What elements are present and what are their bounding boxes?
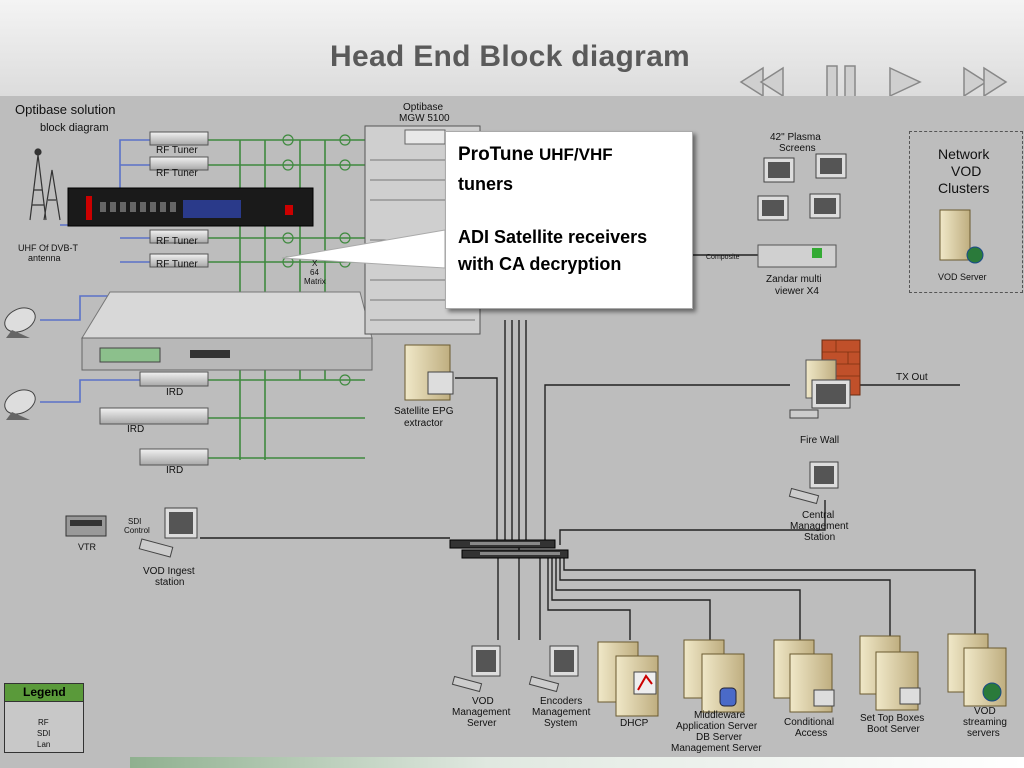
ird-boxes [99, 371, 209, 466]
middleware-label-1: Middleware [694, 710, 746, 721]
solution-label-2: block diagram [40, 122, 109, 134]
zandar-multiviewer [757, 244, 837, 268]
ird-label-2: IRD [127, 424, 145, 435]
vod-clusters-label-1: Network [938, 146, 990, 162]
legend-box: Legend [4, 683, 84, 753]
zandar-label-2: viewer X4 [775, 286, 819, 297]
encoders-label-3: System [544, 718, 578, 729]
ird-label-3: IRD [166, 465, 184, 476]
middleware-label-3: DB Server [696, 732, 743, 743]
vod-clusters-label-2: VOD [951, 163, 982, 179]
epg-label-1: Satellite EPG [394, 406, 454, 417]
central-label-1: Central [802, 510, 835, 521]
legend-title: Legend [5, 684, 83, 702]
stb-boot-server [859, 635, 921, 711]
solution-label-1: Optibase solution [15, 102, 116, 117]
vod-stream-label-3: servers [967, 728, 1000, 739]
vod-clusters-box [909, 131, 1023, 293]
encoders-management-workstation [528, 645, 579, 693]
vod-ingest-label-2: station [155, 577, 185, 588]
previous-icon[interactable] [735, 62, 791, 102]
vod-cluster-server [939, 209, 984, 264]
control-label: Control [124, 526, 150, 535]
conditional-access-server [773, 639, 835, 713]
ca-label-1: Conditional [784, 717, 835, 728]
antenna-label-2: antenna [28, 253, 61, 263]
matrix-label-3: Matrix [304, 277, 326, 286]
composite-label: Composite [706, 254, 740, 261]
callout-band: UHF/VHF [538, 145, 613, 164]
middleware-label-2: Application Server [676, 721, 758, 732]
encoders-label-1: Encoders [540, 696, 583, 707]
tx-out-label: TX Out [896, 372, 928, 383]
plasma-label-2: Screens [779, 143, 816, 154]
middleware-server [683, 639, 745, 713]
ird-label-1: IRD [166, 387, 184, 398]
vtr-label: VTR [78, 542, 96, 552]
matrix-label-1: X [312, 259, 318, 268]
callout-brand: ProTune [458, 144, 534, 165]
lan-switch [449, 539, 569, 559]
sdi-label: SDI [128, 517, 142, 526]
middleware-label-4: Management Server [671, 743, 762, 754]
tower-antenna [29, 148, 61, 221]
ca-label-2: Access [795, 728, 828, 739]
vod-server-label: VOD Server [938, 272, 987, 282]
plasma-screens-inner [762, 158, 842, 216]
stb-label-2: Boot Server [867, 724, 920, 735]
satellite-dish-2 [4, 389, 36, 420]
legend-lan: Lan [37, 740, 51, 749]
mgw-label-1: Optibase [403, 102, 444, 113]
central-label-3: Station [804, 532, 836, 543]
central-management-workstation [788, 461, 839, 505]
rf-tuner-label-2: RF Tuner [156, 168, 198, 179]
legend-sdi: SDI [37, 729, 51, 738]
vod-stream-label-2: streaming [963, 717, 1007, 728]
vod-stream-label-1: VOD [974, 706, 996, 717]
zandar-label-1: Zandar multi [766, 274, 822, 285]
vod-streaming-server [947, 633, 1007, 707]
antenna-label-1: UHF Of DVB-T [18, 243, 78, 253]
fire-wall-label: Fire Wall [800, 435, 840, 446]
next-icon[interactable] [958, 62, 1014, 102]
central-label-2: Management [790, 521, 849, 532]
epg-server [404, 344, 454, 401]
encoders-label-2: Management [532, 707, 591, 718]
rf-tuner-label-4: RF Tuner [156, 259, 198, 270]
satellite-dish-1 [4, 307, 36, 338]
lan-lines [200, 254, 976, 640]
plasma-label-1: 42" Plasma [770, 132, 821, 143]
protune-rack-unit [67, 187, 314, 227]
epg-label-2: extractor [404, 418, 443, 429]
vtr-device [65, 515, 107, 537]
stb-label-1: Set Top Boxes [860, 713, 925, 724]
play-icon[interactable] [880, 62, 936, 102]
vod-clusters-label-3: Clusters [938, 180, 990, 196]
legend-rf: RF [38, 718, 49, 727]
vod-management-workstation [451, 645, 501, 693]
dhcp-server [597, 641, 659, 717]
vod-mgmt-label-3: Server [467, 718, 497, 729]
rf-tuner-boxes [149, 131, 209, 268]
slide-title: Head End Block diagram [330, 40, 691, 73]
vod-mgmt-label-1: VOD [472, 696, 494, 707]
matrix-label-2: 64 [310, 268, 319, 277]
vod-ingest-label-1: VOD Ingest [143, 566, 195, 577]
satellite-receiver-unit [81, 291, 373, 371]
rf-tuner-label-3: RF Tuner [156, 236, 198, 247]
dhcp-label: DHCP [620, 718, 649, 729]
callout-line2: tuners [458, 174, 514, 194]
callout-title: ProTune UHF/VHF [458, 144, 613, 166]
protune-callout: ProTune UHF/VHF tuners ADI Satellite rec… [445, 131, 693, 309]
vod-ingest-workstation [138, 507, 198, 558]
callout-line3: ADI Satellite receivers with CA decrypti… [458, 227, 648, 274]
mgw-label-2: MGW 5100 [399, 113, 450, 124]
vod-mgmt-label-2: Management [452, 707, 511, 718]
firewall-device [789, 339, 861, 419]
rf-tuner-label-1: RF Tuner [156, 145, 198, 156]
bottom-bar [130, 757, 1024, 768]
